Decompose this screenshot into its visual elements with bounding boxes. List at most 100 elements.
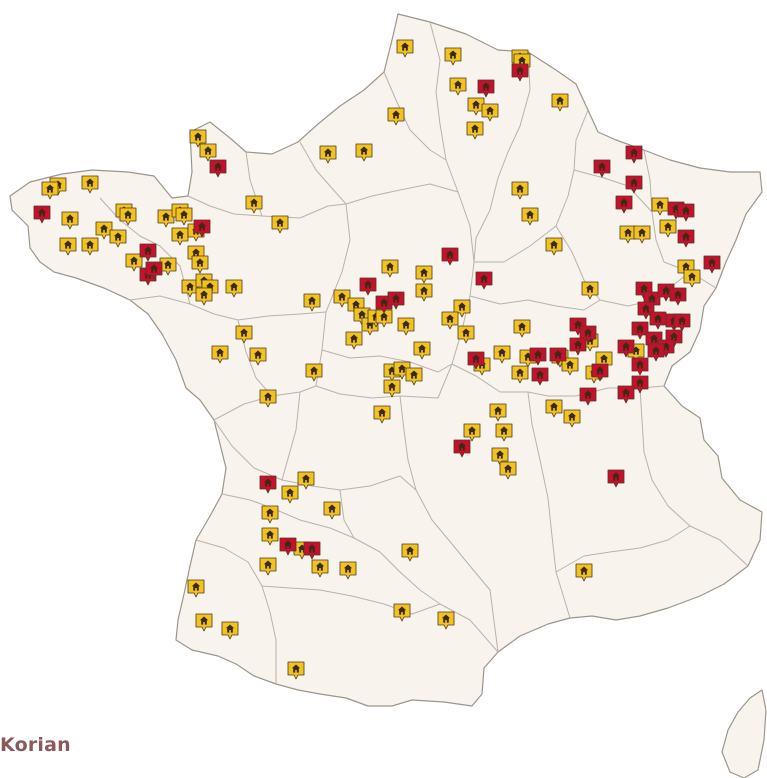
facility-marker-red[interactable] [631, 357, 649, 376]
facility-marker-red[interactable] [607, 469, 625, 488]
facility-marker-yellow[interactable] [481, 103, 499, 122]
facility-marker-red[interactable] [593, 159, 611, 178]
facility-marker-yellow[interactable] [221, 621, 239, 640]
facility-marker-yellow[interactable] [489, 403, 507, 422]
facility-marker-yellow[interactable] [95, 221, 113, 240]
facility-marker-yellow[interactable] [191, 255, 209, 274]
facility-marker-yellow[interactable] [561, 357, 579, 376]
facility-marker-yellow[interactable] [683, 269, 701, 288]
facility-marker-yellow[interactable] [513, 319, 531, 338]
facility-marker-red[interactable] [625, 175, 643, 194]
facility-marker-yellow[interactable] [396, 39, 414, 58]
facility-marker-red[interactable] [387, 291, 405, 310]
facility-marker-yellow[interactable] [181, 279, 199, 298]
facility-marker-yellow[interactable] [199, 143, 217, 162]
facility-marker-yellow[interactable] [41, 181, 59, 200]
facility-marker-yellow[interactable] [449, 77, 467, 96]
facility-marker-red[interactable] [279, 537, 297, 556]
facility-marker-yellow[interactable] [415, 283, 433, 302]
facility-marker-yellow[interactable] [249, 347, 267, 366]
facility-marker-yellow[interactable] [413, 341, 431, 360]
facility-marker-red[interactable] [635, 281, 653, 300]
facility-marker-yellow[interactable] [619, 225, 637, 244]
facility-marker-yellow[interactable] [373, 405, 391, 424]
facility-marker-yellow[interactable] [581, 281, 599, 300]
facility-marker-yellow[interactable] [355, 143, 373, 162]
facility-marker-red[interactable] [139, 243, 157, 262]
facility-marker-red[interactable] [579, 387, 597, 406]
facility-marker-yellow[interactable] [651, 197, 669, 216]
facility-marker-yellow[interactable] [333, 289, 351, 308]
facility-marker-red[interactable] [591, 363, 609, 382]
facility-marker-yellow[interactable] [495, 423, 513, 442]
facility-marker-yellow[interactable] [659, 219, 677, 238]
facility-marker-yellow[interactable] [563, 409, 581, 428]
facility-marker-yellow[interactable] [345, 331, 363, 350]
facility-marker-red[interactable] [677, 203, 695, 222]
facility-marker-yellow[interactable] [245, 195, 263, 214]
facility-marker-yellow[interactable] [397, 317, 415, 336]
facility-marker-yellow[interactable] [444, 47, 462, 66]
facility-marker-yellow[interactable] [109, 229, 127, 248]
facility-marker-yellow[interactable] [405, 367, 423, 386]
facility-marker-yellow[interactable] [511, 181, 529, 200]
facility-marker-red[interactable] [673, 313, 691, 332]
facility-marker-yellow[interactable] [381, 259, 399, 278]
facility-marker-red[interactable] [625, 145, 643, 164]
facility-marker-yellow[interactable] [281, 485, 299, 504]
facility-marker-yellow[interactable] [319, 145, 337, 164]
facility-marker-yellow[interactable] [499, 461, 517, 480]
facility-marker-yellow[interactable] [545, 399, 563, 418]
facility-marker-yellow[interactable] [437, 611, 455, 630]
facility-marker-red[interactable] [617, 385, 635, 404]
facility-marker-red[interactable] [209, 159, 227, 178]
facility-marker-red[interactable] [145, 261, 163, 280]
facility-marker-red[interactable] [617, 339, 635, 358]
facility-marker-yellow[interactable] [261, 527, 279, 546]
facility-marker-red[interactable] [259, 475, 277, 494]
facility-marker-red[interactable] [359, 277, 377, 296]
facility-marker-yellow[interactable] [271, 215, 289, 234]
facility-marker-yellow[interactable] [401, 543, 419, 562]
facility-marker-red[interactable] [193, 219, 211, 238]
facility-marker-yellow[interactable] [119, 207, 137, 226]
facility-marker-yellow[interactable] [415, 265, 433, 284]
facility-marker-yellow[interactable] [175, 207, 193, 226]
facility-marker-red[interactable] [703, 255, 721, 274]
facility-marker-yellow[interactable] [61, 211, 79, 230]
facility-marker-yellow[interactable] [493, 345, 511, 364]
facility-marker-red[interactable] [477, 79, 495, 98]
facility-marker-red[interactable] [467, 351, 485, 370]
facility-marker-yellow[interactable] [195, 287, 213, 306]
facility-marker-red[interactable] [631, 321, 649, 340]
facility-marker-yellow[interactable] [551, 93, 569, 112]
facility-marker-yellow[interactable] [311, 559, 329, 578]
facility-marker-yellow[interactable] [235, 325, 253, 344]
facility-marker-yellow[interactable] [393, 603, 411, 622]
facility-marker-yellow[interactable] [261, 505, 279, 524]
facility-marker-red[interactable] [303, 541, 321, 560]
facility-marker-red[interactable] [649, 311, 667, 330]
facility-marker-yellow[interactable] [305, 363, 323, 382]
facility-marker-red[interactable] [511, 63, 529, 82]
facility-marker-yellow[interactable] [521, 207, 539, 226]
facility-marker-yellow[interactable] [339, 561, 357, 580]
facility-marker-yellow[interactable] [195, 613, 213, 632]
facility-marker-red[interactable] [441, 247, 459, 266]
facility-marker-yellow[interactable] [259, 557, 277, 576]
facility-marker-yellow[interactable] [491, 447, 509, 466]
facility-marker-yellow[interactable] [189, 129, 207, 148]
facility-marker-yellow[interactable] [545, 237, 563, 256]
facility-marker-yellow[interactable] [81, 237, 99, 256]
facility-marker-yellow[interactable] [303, 293, 321, 312]
facility-marker-red[interactable] [615, 195, 633, 214]
facility-marker-yellow[interactable] [211, 345, 229, 364]
facility-marker-yellow[interactable] [375, 309, 393, 328]
facility-marker-yellow[interactable] [387, 107, 405, 126]
facility-marker-red[interactable] [33, 205, 51, 224]
facility-marker-red[interactable] [669, 287, 687, 306]
facility-marker-yellow[interactable] [187, 579, 205, 598]
facility-marker-yellow[interactable] [81, 175, 99, 194]
facility-marker-red[interactable] [569, 337, 587, 356]
facility-marker-yellow[interactable] [633, 225, 651, 244]
